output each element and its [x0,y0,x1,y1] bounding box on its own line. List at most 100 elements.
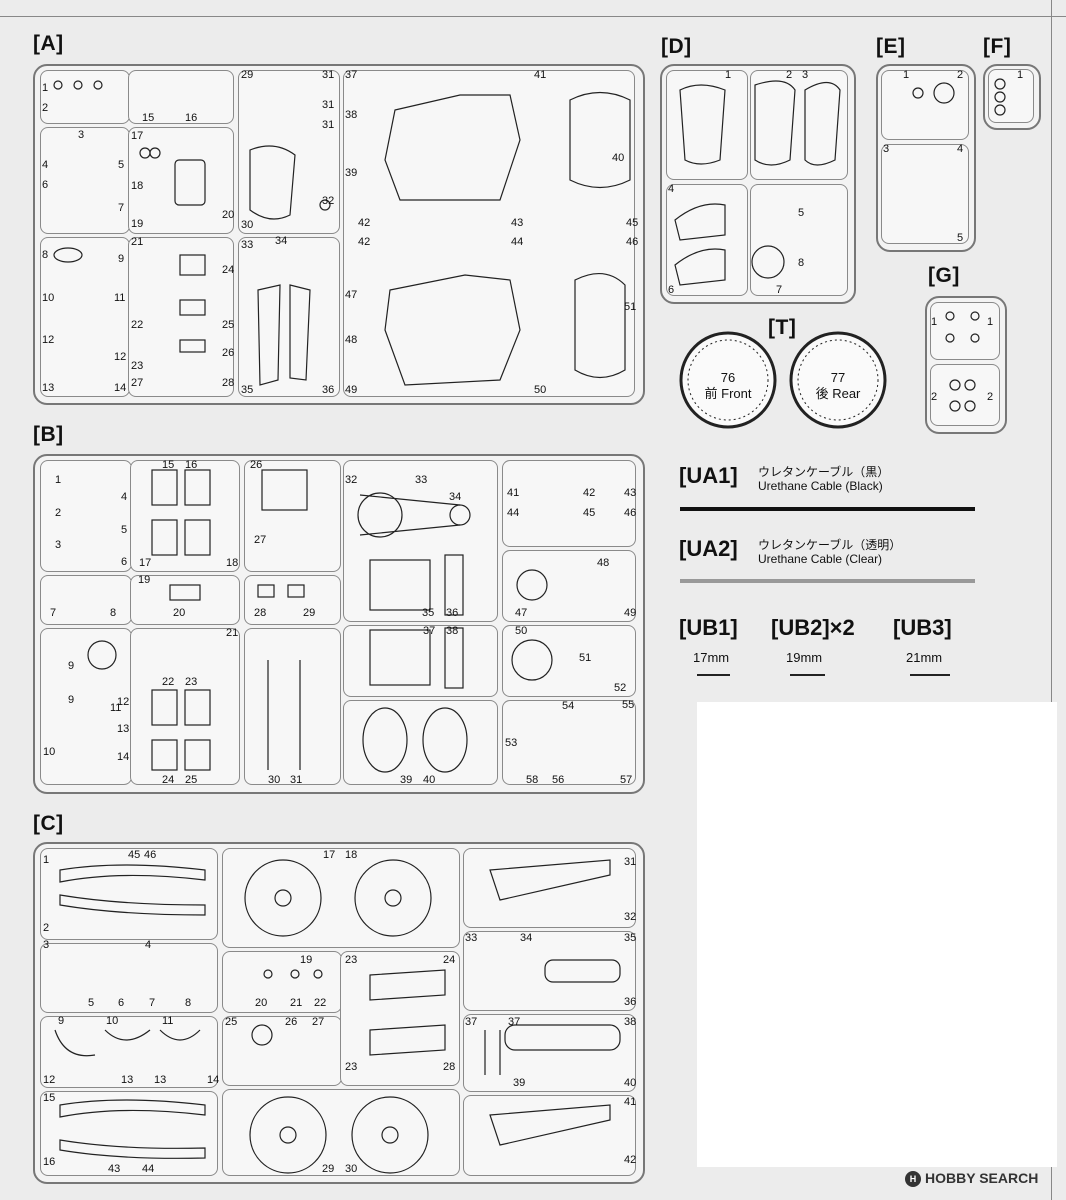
small-part [319,199,331,211]
part-number-label: 37 [465,1016,478,1028]
small-part [945,333,955,343]
part-number-label: 17 [323,849,336,861]
engine-block-part [369,629,431,686]
wheel-rim-part [354,859,432,937]
tail-light-part [544,959,621,983]
sprue-a-cell [40,237,130,397]
cable-part [54,1029,96,1057]
sprue-b-cell [502,550,636,622]
part-number-label: 43 [624,487,637,499]
sprue-b-cell [343,700,498,785]
part-number-label: 16 [43,1156,56,1168]
part-number-label: 24 [222,264,235,276]
ub2-code: [UB2]×2 [771,615,855,640]
ua2-en-label: Urethane Cable (Clear) [758,552,883,566]
fuel-tank-part [679,84,726,165]
part-number-label: 21 [290,997,303,1009]
part-number-label: 36 [624,996,637,1008]
sprue-g-cell [930,364,1000,426]
part-number-label: 2 [43,922,50,934]
small-part [184,519,211,556]
small-part [970,311,980,321]
swingarm-part [369,969,446,1001]
part-number-label: 7 [149,997,156,1009]
part-number-label: 19 [300,954,313,966]
section-t-title: [T] [768,316,797,339]
part-number-label: 43 [108,1163,121,1175]
part-number-label: 11 [114,292,126,304]
part-number-label: 40 [612,152,625,164]
part-number-label: 39 [513,1077,526,1089]
part-number-label: 2 [786,69,793,81]
side-cover-left-part [257,284,281,386]
part-number-label: 5 [118,159,125,171]
sprue-c-cell [40,848,218,940]
small-part [93,80,103,90]
part-number-label: 38 [624,1016,637,1028]
part-number-label: 32 [322,195,335,207]
exhaust-pipe-part [59,1139,206,1159]
part-number-label: 41 [624,1096,637,1108]
sprue-c-cell [40,1091,218,1176]
part-number-label: 9 [68,660,75,672]
sprue-c-cell [463,1095,636,1176]
part-number-label: 27 [312,1016,325,1028]
sprue-a-cell [238,237,340,397]
part-number-label: 28 [443,1061,456,1073]
part-number-label: 40 [423,774,436,786]
part-number-label: 24 [443,954,456,966]
small-part [184,689,211,726]
part-number-label: 54 [562,700,575,712]
sprue-g-cell [930,302,1000,360]
part-number-label: 14 [114,382,127,394]
radiator-fins-part [444,554,464,616]
small-part [184,469,211,506]
ub1-length: 17mm [693,650,730,665]
small-part [251,1024,273,1046]
part-number-label: 24 [162,774,175,786]
part-number-label: 25 [222,319,235,331]
part-number-label: 9 [68,694,75,706]
part-number-label: 7 [50,607,57,619]
part-number-label: 1 [725,69,732,81]
part-number-label: 51 [624,301,637,313]
sprue-b-cell [502,700,636,785]
part-number-label: 37 [423,625,436,637]
small-part [179,254,206,276]
small-part [313,969,323,979]
part-number-label: 22 [314,997,327,1009]
swingarm-part [369,1024,446,1056]
top-border [0,0,1066,17]
part-number-label: 25 [185,774,198,786]
fender-part [249,145,296,220]
part-number-label: 16 [185,112,198,124]
part-number-label: 9 [58,1015,65,1027]
small-part [964,400,976,412]
part-number-label: 19 [131,218,144,230]
small-part [751,245,785,279]
part-number-label: 33 [465,932,478,944]
part-number-label: 19 [138,574,151,586]
part-number-label: 23 [345,1061,358,1073]
small-part [149,147,161,159]
part-number-label: 36 [446,607,459,619]
part-number-label: 51 [579,652,592,664]
small-part [516,569,548,601]
part-number-label: 4 [121,491,128,503]
part-number-label: 18 [345,849,358,861]
part-number-label: 3 [883,143,890,155]
sprue-c-cell [40,943,218,1013]
wheel-hub-part [384,889,402,907]
part-number-label: 10 [106,1015,119,1027]
headlight-housing-part [174,159,206,206]
part-number-label: 18 [131,180,144,192]
small-part [151,469,178,506]
part-number-label: 1 [43,854,50,866]
part-number-label: 2 [957,69,964,81]
part-number-label: 7 [118,202,125,214]
sprue-d-cell [750,184,848,296]
small-part [139,147,151,159]
exhaust-pipe-part [59,894,206,916]
part-number-label: 25 [225,1016,238,1028]
sprue-b-cell [502,460,636,547]
